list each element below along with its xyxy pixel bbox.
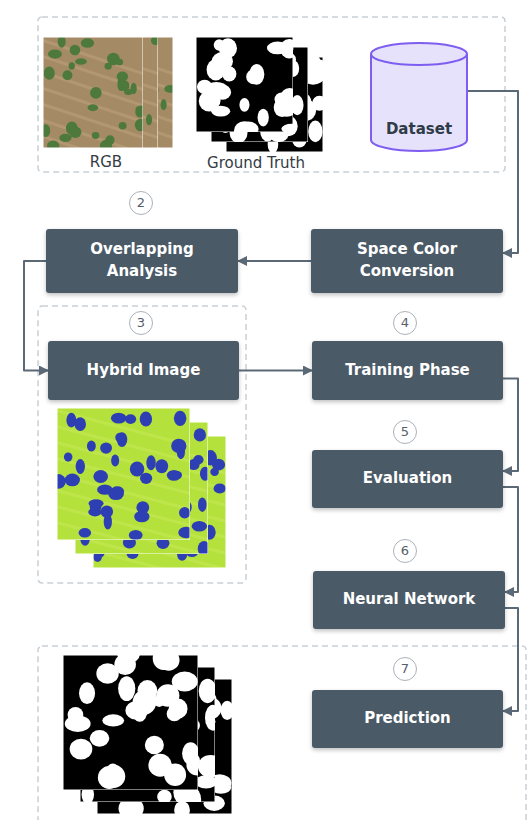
node-text: Prediction	[364, 708, 451, 730]
process-box: Overlapping Analysis	[46, 229, 238, 293]
callout-number: 4	[393, 311, 417, 335]
process-box: Training Phase	[312, 341, 503, 400]
group-frames	[38, 17, 526, 820]
process-box: Prediction	[312, 690, 503, 748]
flow-arrow	[24, 261, 48, 371]
node-text: Dataset	[386, 120, 452, 138]
image-caption: RGB	[90, 153, 122, 171]
flow-arrow	[239, 370, 312, 372]
node-text: Hybrid Image	[87, 360, 201, 382]
callout-number: 2	[129, 191, 153, 215]
flow-arrow	[238, 260, 311, 262]
process-box: Evaluation	[312, 450, 503, 508]
dataset-cylinder: Dataset	[370, 42, 468, 152]
node-text: Training Phase	[345, 360, 470, 382]
flow-arrow	[503, 608, 518, 711]
image-layer	[63, 655, 198, 790]
image-layer	[196, 37, 293, 132]
prediction-frame	[38, 646, 526, 820]
image-caption: Ground Truth	[207, 154, 305, 172]
image-stacks	[33, 33, 328, 819]
flow-arrow	[503, 487, 518, 592]
node-text: Overlapping Analysis	[64, 239, 220, 283]
process-box: Hybrid Image	[48, 341, 239, 400]
node-text: Evaluation	[363, 468, 452, 490]
callout-number: 5	[393, 420, 417, 444]
image-layer	[43, 37, 143, 148]
callout-number: 3	[129, 311, 153, 335]
process-box: Space Color Conversion	[311, 229, 503, 293]
hybrid-frame	[38, 306, 246, 583]
flow-arrow	[503, 379, 518, 472]
node-text: Neural Network	[343, 589, 476, 611]
process-box: Neural Network	[313, 571, 505, 629]
node-text: Space Color Conversion	[329, 239, 485, 283]
callout-number: 7	[393, 657, 417, 681]
image-layer	[57, 408, 190, 540]
callout-number: 6	[393, 539, 417, 563]
